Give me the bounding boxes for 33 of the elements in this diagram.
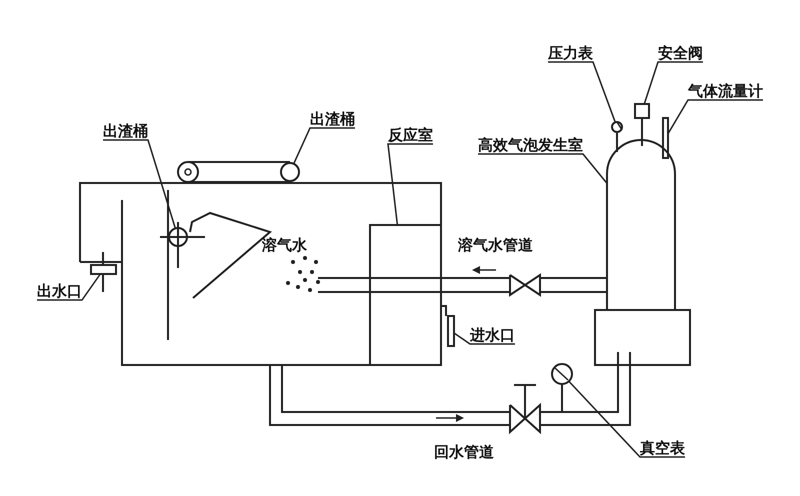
part-label: 进水口: [470, 326, 515, 344]
part-label: 出水口: [37, 282, 82, 300]
leader-line: [387, 143, 433, 226]
leader-line: [478, 153, 608, 184]
safety-valve: [634, 103, 650, 119]
part-label: 出渣桶: [310, 110, 355, 128]
flow-meter-tube: [662, 117, 669, 159]
outlet-valve: [90, 264, 117, 275]
leader-line: [568, 380, 685, 458]
part-label: 真空表: [640, 439, 685, 457]
scraper-wheel: [168, 227, 188, 247]
leader-line: [548, 61, 616, 123]
vacuum-gauge: [551, 363, 573, 385]
leader-line: [37, 274, 101, 301]
reaction-chamber: [369, 224, 442, 366]
part-label: 溶气水管道: [458, 236, 533, 254]
part-label: 压力表: [548, 44, 593, 62]
part-label: 气体流量计: [688, 82, 763, 100]
leader-line: [103, 139, 176, 229]
leader-line: [454, 332, 515, 345]
part-label: 反应室: [388, 126, 433, 144]
part-label: 溶气水: [262, 236, 307, 254]
bubble-tank: [606, 139, 676, 310]
part-label: 高效气泡发生室: [478, 136, 583, 154]
belt-roller: [280, 162, 300, 182]
leader-line: [644, 61, 703, 104]
part-label: 回水管道: [434, 443, 494, 461]
leader-line: [667, 99, 763, 134]
part-label: 出渣桶: [103, 122, 148, 140]
inlet-valve: [447, 315, 455, 347]
part-label: 安全阀: [658, 44, 703, 62]
pressure-gauge: [611, 121, 623, 133]
leader-line: [293, 127, 355, 164]
